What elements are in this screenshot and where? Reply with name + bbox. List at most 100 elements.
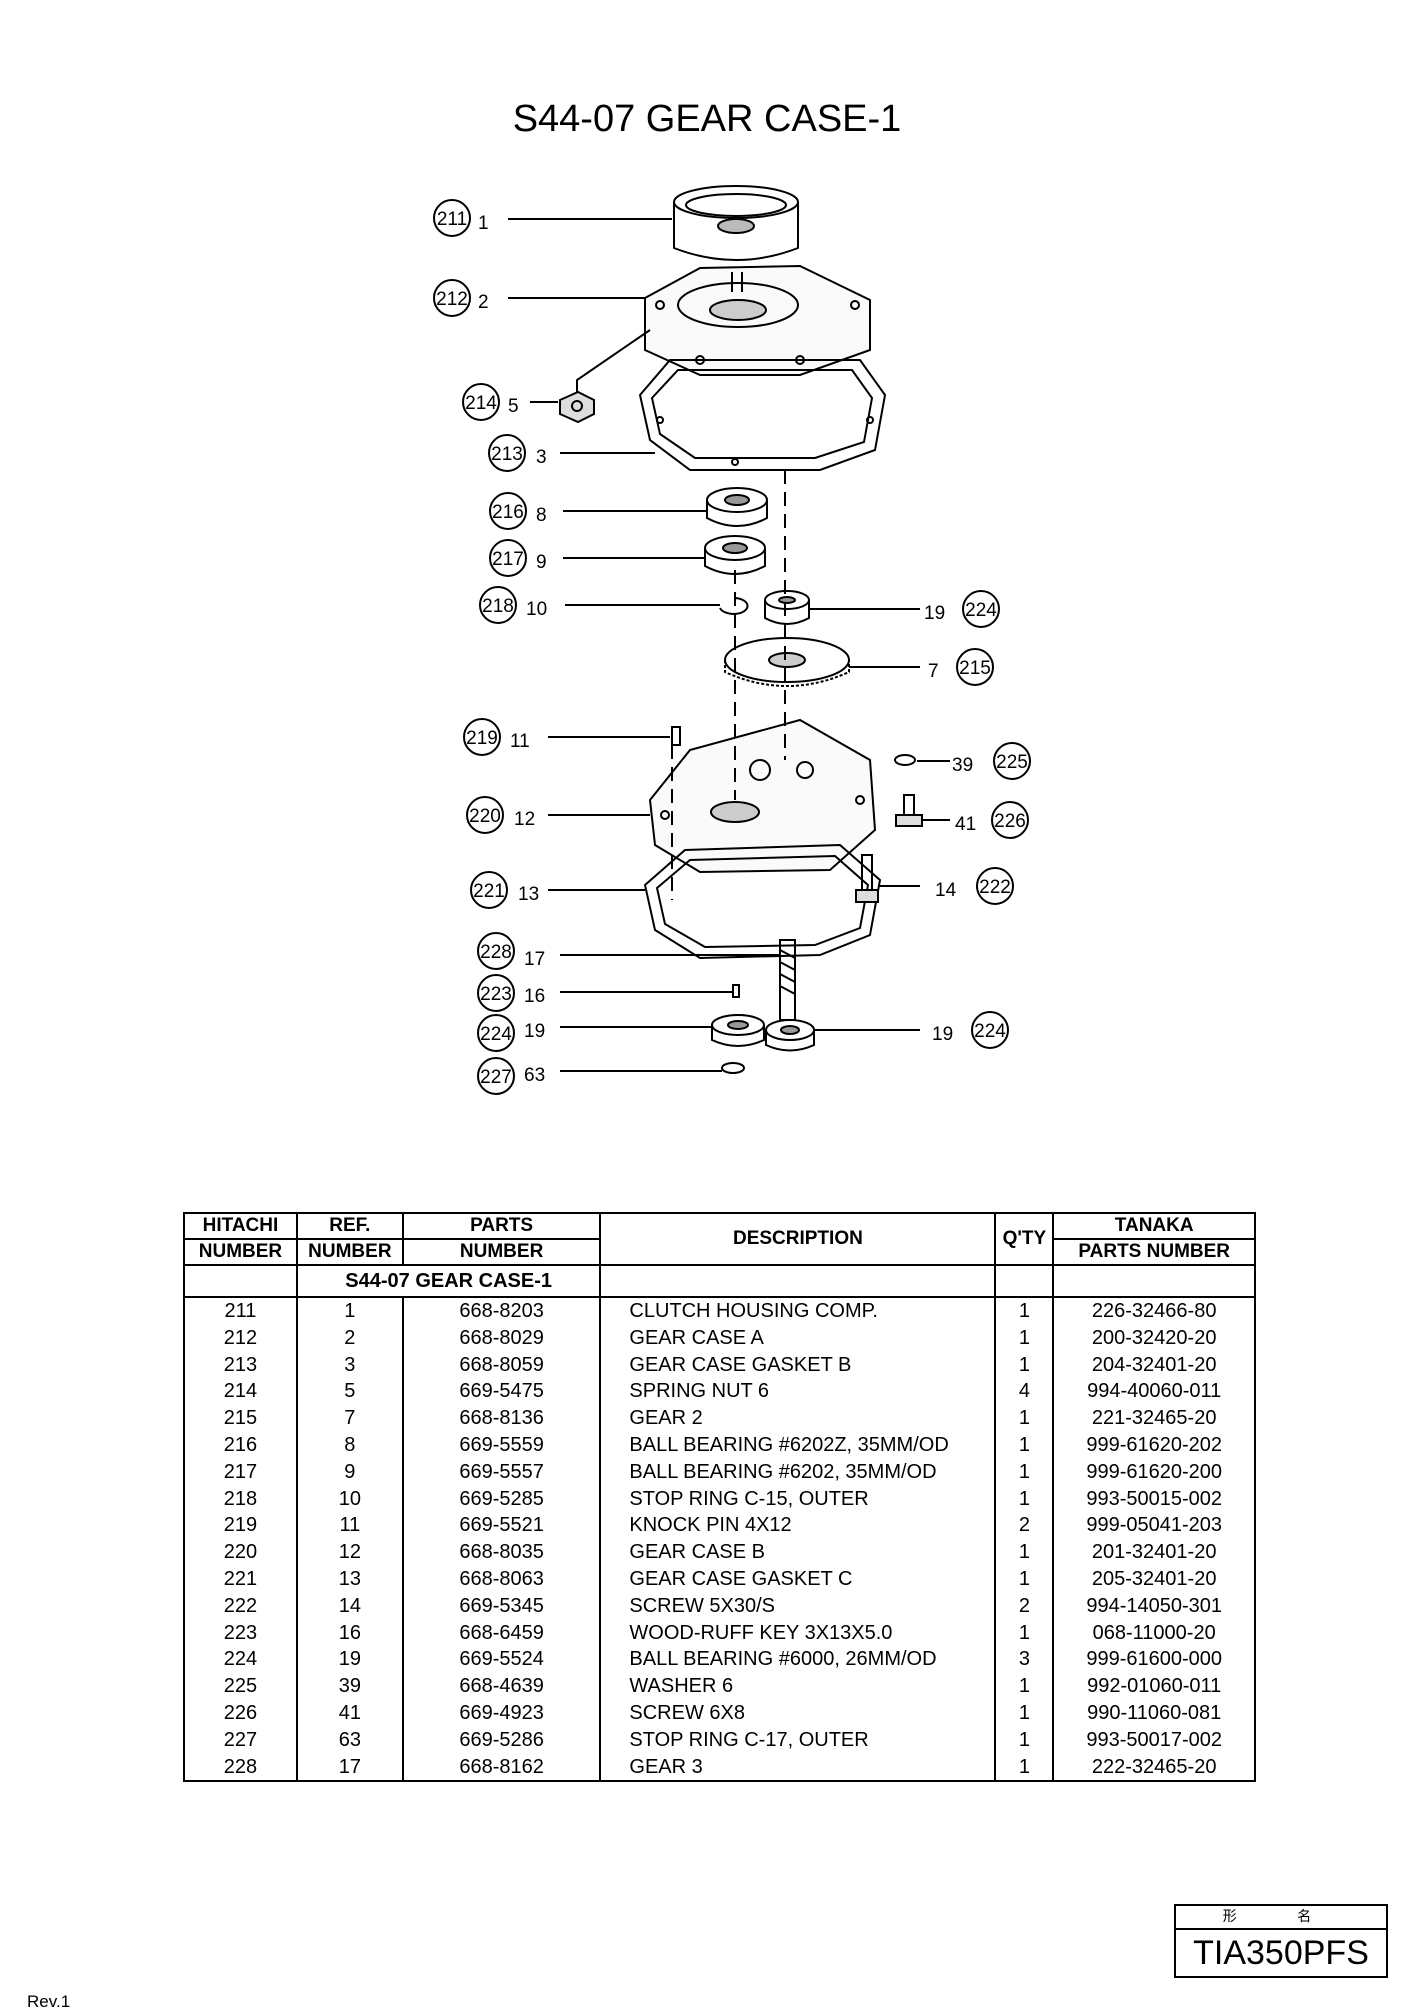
callout-220: 220	[466, 796, 504, 834]
description-cell: GEAR CASE GASKET B	[599, 1351, 997, 1379]
tanaka-parts-number-cell: 992-01060-011	[1052, 1673, 1256, 1700]
knock-pin-drawing	[671, 726, 681, 746]
ref-number-cell: 39	[295, 1673, 404, 1700]
hitachi-number-cell: 214	[183, 1378, 298, 1406]
hitachi-number-cell: 218	[183, 1485, 298, 1513]
ref-number-cell: 11	[295, 1512, 404, 1540]
quantity-cell: 1	[994, 1619, 1055, 1647]
hitachi-number-cell: 212	[183, 1324, 298, 1352]
callout-ref-2: 2	[478, 292, 489, 313]
callout-ref-63: 63	[524, 1065, 545, 1086]
callout-218: 218	[479, 586, 517, 624]
svg-text:214: 214	[465, 393, 497, 414]
description-cell: BALL BEARING #6202Z, 35MM/OD	[599, 1431, 997, 1459]
callout-ref-16: 16	[524, 986, 545, 1007]
header-parts: PARTS	[401, 1212, 602, 1240]
ref-number-cell: 10	[295, 1485, 404, 1513]
callout-219: 219	[463, 718, 501, 756]
svg-text:216: 216	[492, 502, 524, 523]
section-title: S44-07 GEAR CASE-1	[295, 1265, 602, 1298]
gasket-b-drawing	[638, 359, 887, 471]
callout-213: 213	[488, 434, 526, 472]
callout-216: 216	[489, 492, 527, 530]
tanaka-parts-number-cell: 226-32466-80	[1052, 1297, 1256, 1325]
parts-number-cell: 668-8136	[401, 1405, 602, 1432]
description-cell: GEAR CASE A	[599, 1324, 997, 1352]
tanaka-parts-number-cell: 994-14050-301	[1052, 1592, 1256, 1620]
parts-number-cell: 669-5521	[401, 1512, 602, 1540]
parts-number-cell: 669-5524	[401, 1646, 602, 1674]
screw-5x30-drawing	[855, 854, 879, 903]
table-header-row-1: HITACHI REF. PARTS DESCRIPTION Q'TY TANA…	[183, 1212, 1256, 1266]
callout-228: 228	[477, 932, 515, 970]
washer-drawing	[894, 754, 916, 766]
quantity-cell: 1	[994, 1324, 1055, 1352]
header-description: DESCRIPTION	[599, 1212, 997, 1266]
hitachi-number-cell: 217	[183, 1458, 298, 1486]
callout-ref-17: 17	[524, 949, 545, 970]
assembly-axis-lines	[671, 470, 786, 900]
ref-number-cell: 63	[295, 1726, 404, 1754]
parts-number-cell: 668-8035	[401, 1539, 602, 1566]
callout-ref-12: 12	[514, 809, 535, 830]
callout-226: 226	[991, 801, 1029, 839]
description-cell: BALL BEARING #6000, 26MM/OD	[599, 1646, 997, 1674]
svg-text:222: 222	[979, 877, 1011, 898]
callout-223: 223	[477, 974, 515, 1012]
model-name: TIA350PFS	[1193, 1934, 1369, 1972]
callout-222: 222	[976, 867, 1014, 905]
header-hitachi: HITACHI	[183, 1212, 298, 1240]
header-qty: Q'TY	[994, 1212, 1055, 1266]
callout-212: 212	[433, 279, 471, 317]
callout-211: 211	[433, 199, 471, 237]
parts-number-cell: 668-8203	[401, 1297, 602, 1325]
svg-text:224: 224	[965, 600, 997, 621]
quantity-cell: 4	[994, 1378, 1055, 1406]
stop-ring-drawing	[719, 597, 749, 615]
section-row: S44-07 GEAR CASE-1	[183, 1265, 1256, 1298]
callout-ref-10: 10	[526, 599, 547, 620]
description-cell: BALL BEARING #6202, 35MM/OD	[599, 1458, 997, 1486]
hitachi-number-cell: 224	[183, 1646, 298, 1674]
tanaka-parts-number-cell: 068-11000-20	[1052, 1619, 1256, 1647]
woodruff-key-drawing	[732, 984, 740, 998]
hitachi-number-cell: 225	[183, 1673, 298, 1700]
hitachi-number-cell: 227	[183, 1726, 298, 1754]
header-parts-number: NUMBER	[401, 1238, 602, 1266]
ref-number-cell: 9	[295, 1458, 404, 1486]
spring-nut-drawing	[559, 329, 651, 424]
quantity-cell: 1	[994, 1405, 1055, 1432]
description-cell: CLUTCH HOUSING COMP.	[599, 1297, 997, 1325]
parts-table: HITACHI REF. PARTS DESCRIPTION Q'TY TANA…	[183, 1212, 1256, 1783]
svg-text:224: 224	[974, 1021, 1006, 1042]
bearing-19-left-drawing	[711, 1014, 765, 1047]
description-cell: STOP RING C-17, OUTER	[599, 1726, 997, 1754]
description-cell: GEAR 2	[599, 1405, 997, 1432]
callouts: 211 1 212 2 214 5 213 3 216 8 217 9 218 …	[433, 199, 1031, 1095]
quantity-cell: 3	[994, 1646, 1055, 1674]
svg-text:212: 212	[436, 289, 468, 310]
parts-number-cell: 668-8029	[401, 1324, 602, 1352]
callout-217: 217	[489, 539, 527, 577]
parts-number-cell: 668-6459	[401, 1619, 602, 1647]
parts-number-cell: 669-5285	[401, 1485, 602, 1513]
ref-number-cell: 3	[295, 1351, 404, 1379]
quantity-cell: 2	[994, 1592, 1055, 1620]
page-title: S44-07 GEAR CASE-1	[512, 98, 902, 140]
callout-224-right: 224	[971, 1011, 1009, 1049]
svg-text:225: 225	[996, 752, 1028, 773]
parts-number-cell: 669-4923	[401, 1699, 602, 1727]
hitachi-number-cell: 228	[183, 1753, 298, 1783]
svg-text:219: 219	[466, 728, 498, 749]
svg-text:217: 217	[492, 549, 524, 570]
ref-number-cell: 19	[295, 1646, 404, 1674]
callout-ref-1: 1	[478, 213, 489, 234]
